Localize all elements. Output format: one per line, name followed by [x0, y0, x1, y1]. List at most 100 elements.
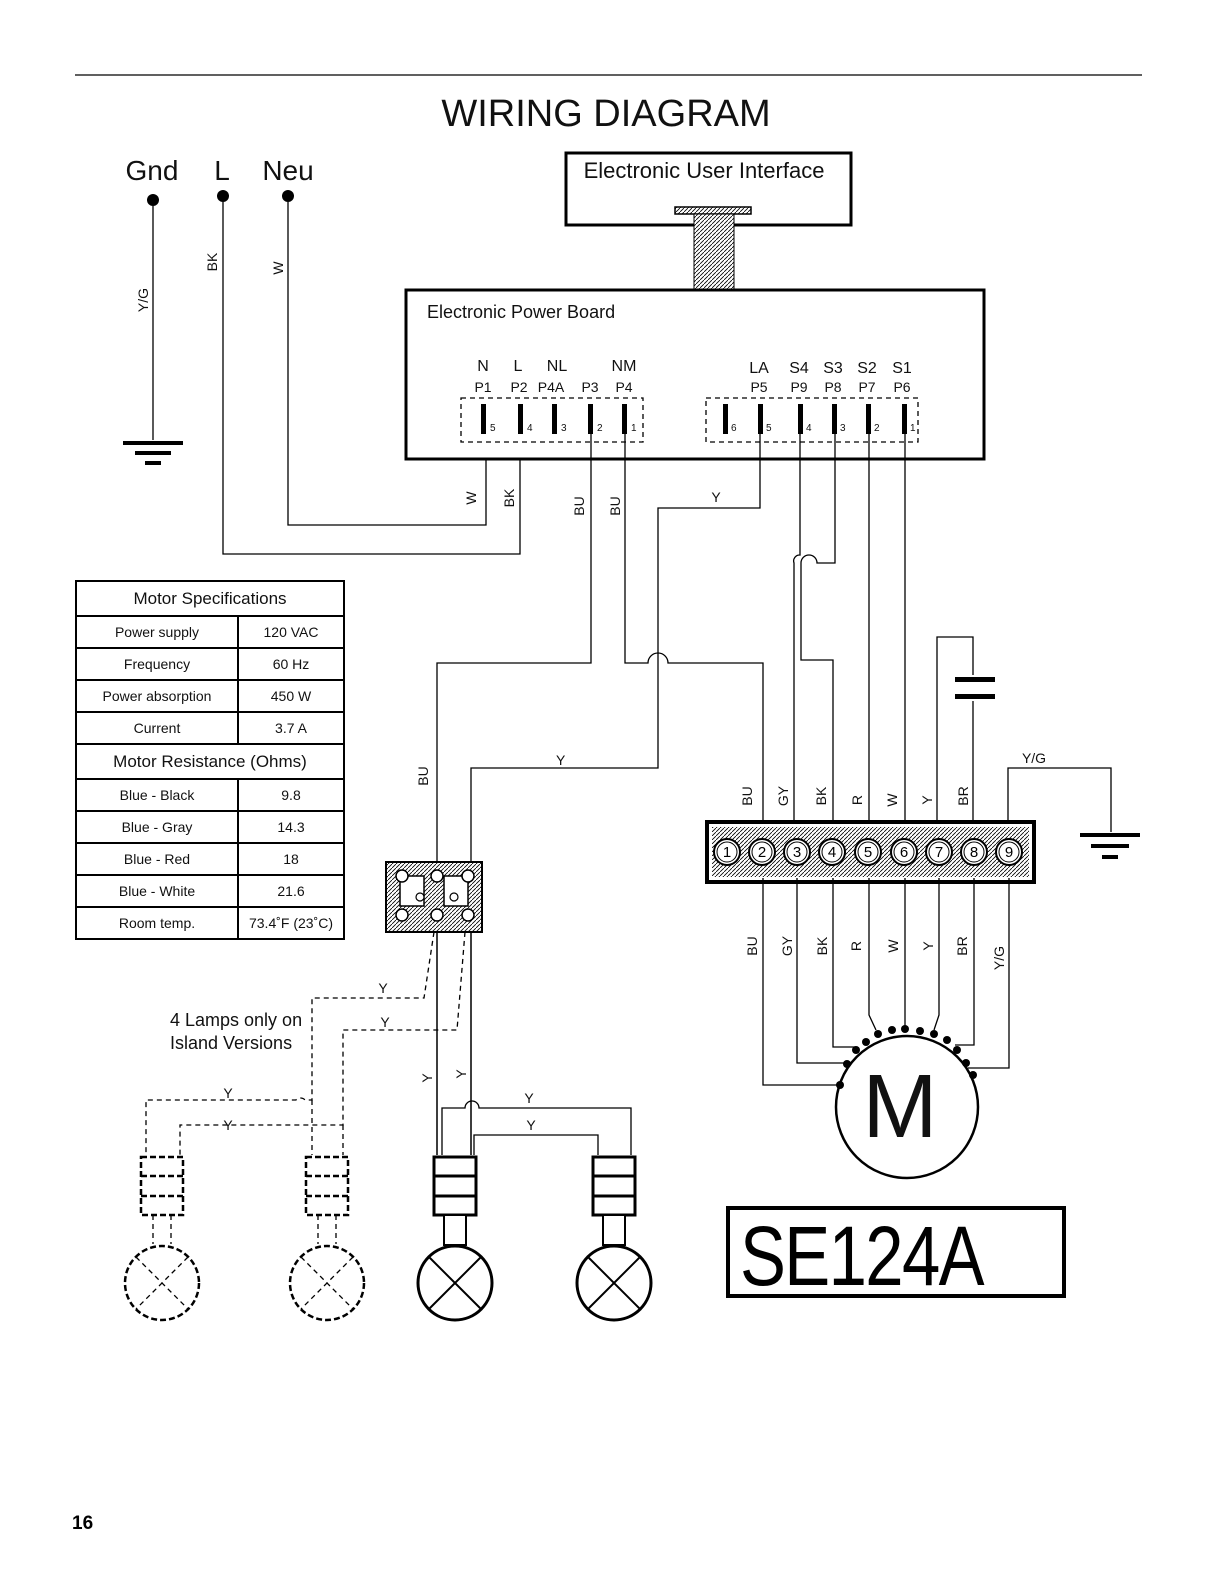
left-connector-labels: N L NL NM P1 P2 P4A P3 P4: [474, 358, 636, 395]
motor-wire-gy: [796, 878, 845, 1064]
pin-p4a: P4A: [538, 379, 565, 395]
y-label-lamp-d: Y: [526, 1117, 536, 1133]
spec-label: Current: [75, 711, 239, 745]
svg-text:9: 9: [1005, 844, 1013, 861]
lamp-note-line-2: Island Versions: [170, 1033, 292, 1053]
spec-value: 120 VAC: [237, 615, 345, 649]
svg-text:Y: Y: [920, 941, 936, 951]
bk-label-board: BK: [501, 488, 517, 507]
motor-wire-bu: [762, 878, 837, 1086]
gnd-label: Gnd: [126, 155, 179, 186]
svg-text:7: 7: [935, 844, 943, 861]
capacitor-wire-top: [936, 636, 974, 830]
yg-label-left: Y/G: [135, 288, 151, 312]
pin-p8: P8: [824, 379, 841, 395]
motor-wire-bk: [832, 878, 856, 1048]
lamp-junction-block: [385, 861, 483, 933]
motor-wire-yg: [968, 878, 1010, 1069]
resistance-value: 21.6: [237, 874, 345, 908]
svg-text:R: R: [849, 795, 865, 805]
svg-text:6: 6: [900, 844, 908, 861]
svg-text:BU: BU: [744, 936, 760, 955]
resistance-label: Blue - Gray: [75, 810, 239, 844]
ground-wire-right: [1007, 767, 1112, 832]
signal-s4: S4: [789, 360, 809, 377]
signal-la: LA: [749, 360, 769, 377]
line-wire: [222, 202, 521, 555]
bu-label-nl: BU: [571, 496, 587, 515]
left-connector-pins: 5 4 3 2 1: [481, 404, 637, 434]
motor-wire-r: [868, 878, 877, 1031]
terminal-top-labels: BU GY BK R W Y BR: [739, 785, 971, 806]
lamp-2: [575, 1155, 653, 1322]
y-label-lamp-b: Y: [453, 1069, 469, 1079]
y-label-mid: Y: [556, 752, 566, 768]
wire-s3-jog: [800, 430, 836, 564]
svg-text:1: 1: [631, 423, 637, 434]
svg-text:GY: GY: [775, 785, 791, 806]
svg-text:8: 8: [970, 844, 978, 861]
island-lamp-2: [288, 1155, 366, 1322]
svg-text:BR: BR: [955, 786, 971, 805]
svg-text:1: 1: [910, 423, 916, 434]
spec-label: Frequency: [75, 647, 239, 681]
motor-wire-br: [955, 878, 975, 1046]
pin-p2: P2: [510, 379, 527, 395]
motor-symbol: M: [863, 1057, 938, 1157]
left-connector: [460, 397, 644, 443]
svg-text:3: 3: [561, 423, 567, 434]
ground-symbol-left: [123, 441, 183, 465]
svg-text:3: 3: [793, 844, 801, 861]
lamp-wire-d: [473, 1134, 599, 1155]
right-connector-pins: 6 5 4 3 2 1: [723, 404, 916, 434]
svg-text:2: 2: [597, 423, 603, 434]
capacitor-plate-top: [955, 677, 995, 682]
svg-text:R: R: [848, 941, 864, 951]
model-number-box: SE124A: [726, 1206, 1066, 1302]
motor-terminals: [836, 1025, 977, 1089]
svg-text:4: 4: [828, 844, 836, 861]
motor: [834, 1034, 980, 1180]
spec-value: 3.7 A: [237, 711, 345, 745]
resistance-label: Blue - White: [75, 874, 239, 908]
svg-text:4: 4: [806, 423, 812, 434]
resistance-value: 14.3: [237, 810, 345, 844]
model-number: SE124A: [740, 1209, 985, 1303]
signal-l: L: [514, 358, 523, 375]
svg-text:BU: BU: [739, 786, 755, 805]
spec-value: 60 Hz: [237, 647, 345, 681]
motor-wire-y: [933, 878, 940, 1031]
spec-label: Power supply: [75, 615, 239, 649]
svg-text:W: W: [884, 793, 900, 807]
signal-n: N: [477, 358, 489, 375]
ground-symbol-right: [1080, 833, 1140, 859]
motor-specs-title: Motor Specifications: [75, 580, 345, 617]
gnd-terminal-dot: [147, 194, 159, 206]
island-wire-2: [179, 931, 466, 1155]
svg-text:BK: BK: [813, 786, 829, 805]
power-board-label: Electronic Power Board: [427, 302, 615, 322]
bu-label-nm: BU: [607, 496, 623, 515]
resistance-value: 18: [237, 842, 345, 876]
pin-p1: P1: [474, 379, 491, 395]
spec-value: 450 W: [237, 679, 345, 713]
resistance-label: Blue - Black: [75, 778, 239, 812]
wire-nm-bu: [624, 430, 764, 830]
svg-text:3: 3: [840, 423, 846, 434]
neutral-label: Neu: [262, 155, 313, 186]
pin-p5: P5: [750, 379, 767, 395]
signal-s3: S3: [823, 360, 843, 377]
right-connector-labels: LA S4 S3 S2 S1 P5 P9 P8 P7 P6: [749, 360, 912, 395]
pin-p3: P3: [581, 379, 598, 395]
line-terminal-dot: [217, 190, 229, 202]
spec-label: Power absorption: [75, 679, 239, 713]
island-wire-1: [145, 931, 435, 1155]
y-label-island-4: Y: [223, 1117, 233, 1133]
y-label-island-2: Y: [380, 1014, 390, 1030]
svg-text:5: 5: [864, 844, 872, 861]
lamp-1: [416, 1155, 494, 1322]
signal-nm: NM: [612, 358, 637, 375]
lamp-wire-c: [441, 1100, 632, 1155]
y-label-la: Y: [711, 489, 721, 505]
right-connector: [705, 397, 919, 443]
